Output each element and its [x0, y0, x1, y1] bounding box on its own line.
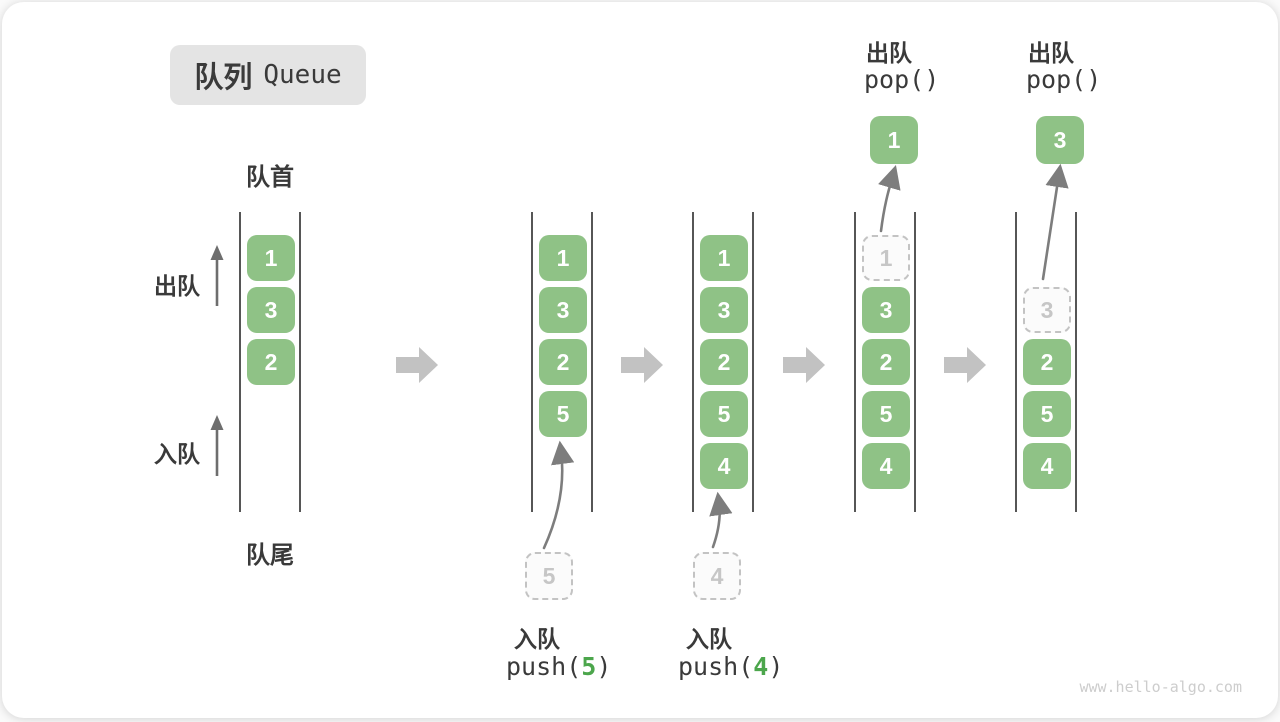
push5-code: push(5) [506, 652, 611, 681]
pop1-code: pop() [864, 65, 940, 94]
queue-container-state2: 1 3 2 5 [531, 212, 593, 512]
pop2-label-zh: 出队 [1028, 40, 1074, 66]
queue-item: 3 [862, 287, 910, 333]
queue-container-state1: 1 3 2 [239, 212, 301, 512]
title-box: 队列 Queue [170, 45, 366, 105]
title-zh: 队列 [194, 62, 253, 94]
incoming-value-box: 4 [693, 552, 741, 600]
queue-item: 5 [1023, 391, 1071, 437]
push5-label-zh: 入队 [514, 626, 560, 652]
push4-code: push(4) [678, 652, 783, 681]
queue-item: 4 [1023, 443, 1071, 489]
title-en: Queue [263, 60, 342, 90]
queue-item: 1 [247, 235, 295, 281]
queue-item: 4 [700, 443, 748, 489]
queue-item: 5 [862, 391, 910, 437]
push4-arrow [709, 491, 733, 549]
queue-item: 2 [247, 339, 295, 385]
queue-item: 2 [862, 339, 910, 385]
queue-item: 1 [539, 235, 587, 281]
label-dequeue-side: 出队 [154, 273, 200, 299]
queue-container-state3: 1 3 2 5 4 [692, 212, 754, 512]
popped-value-block: 1 [870, 116, 918, 164]
queue-item: 2 [1023, 339, 1071, 385]
flow-arrow-icon [944, 347, 986, 383]
push4-fn: push( [678, 652, 754, 681]
push5-close: ) [596, 652, 612, 681]
pop2-code: pop() [1026, 65, 1102, 94]
queue-item: 4 [862, 443, 910, 489]
queue-container-state5: 3 2 5 4 [1015, 212, 1077, 512]
queue-item-removed-ghost: 3 [1023, 287, 1071, 333]
queue-item: 2 [539, 339, 587, 385]
watermark-url: www.hello-algo.com [1079, 678, 1242, 696]
flow-arrow-icon [783, 347, 825, 383]
queue-item: 3 [700, 287, 748, 333]
pop2-arrow [1041, 163, 1069, 281]
queue-item: 3 [539, 287, 587, 333]
queue-container-state4: 1 3 2 5 4 [854, 212, 916, 512]
queue-item: 2 [700, 339, 748, 385]
label-queue-rear: 队尾 [246, 542, 294, 569]
flow-arrow-icon [621, 347, 663, 383]
push4-label-zh: 入队 [686, 626, 732, 652]
push4-arg: 4 [753, 652, 769, 681]
popped-value-block: 3 [1036, 116, 1084, 164]
dequeue-up-arrow-icon [210, 245, 224, 306]
queue-item: 3 [247, 287, 295, 333]
queue-item: 1 [700, 235, 748, 281]
label-queue-front: 队首 [246, 164, 294, 191]
flow-arrow-icon [396, 347, 438, 383]
push5-arrow [542, 440, 575, 550]
enqueue-up-arrow-icon [210, 415, 224, 476]
queue-item: 5 [700, 391, 748, 437]
push4-close: ) [768, 652, 784, 681]
pop1-arrow [878, 165, 901, 233]
queue-item-removed-ghost: 1 [862, 235, 910, 281]
push5-fn: push( [506, 652, 582, 681]
label-enqueue-side: 入队 [154, 441, 200, 467]
pop1-label-zh: 出队 [866, 40, 912, 66]
queue-item: 5 [539, 391, 587, 437]
incoming-value-box: 5 [525, 552, 573, 600]
push5-arg: 5 [581, 652, 597, 681]
